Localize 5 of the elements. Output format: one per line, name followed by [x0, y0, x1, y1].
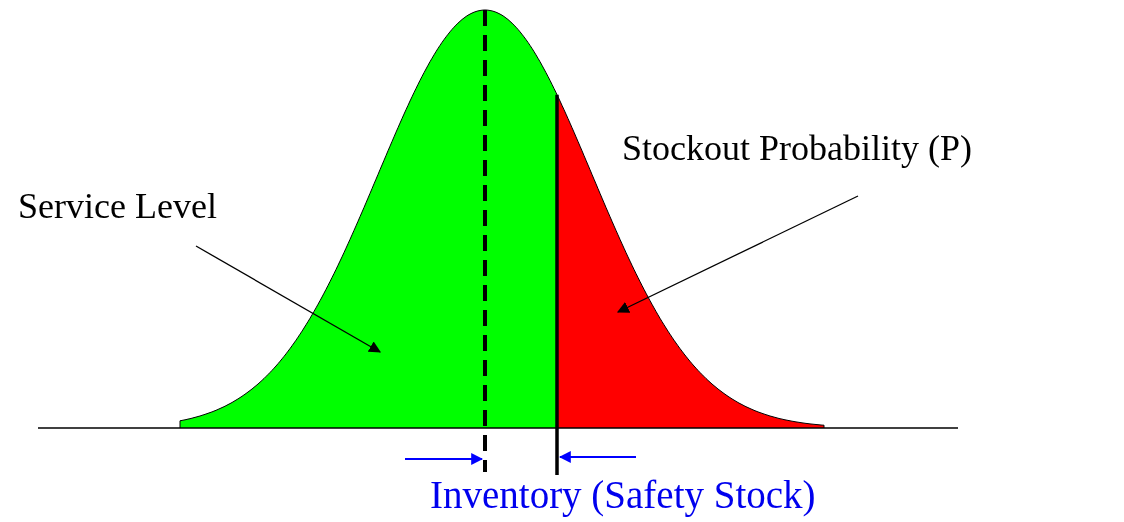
axis-caption: Inventory (Safety Stock): [430, 474, 816, 517]
callout-text: Service Level: [18, 186, 217, 228]
leader-line: [616, 195, 859, 313]
leader-line: [195, 245, 382, 353]
callout-text: Stockout Probability (P): [622, 128, 972, 170]
